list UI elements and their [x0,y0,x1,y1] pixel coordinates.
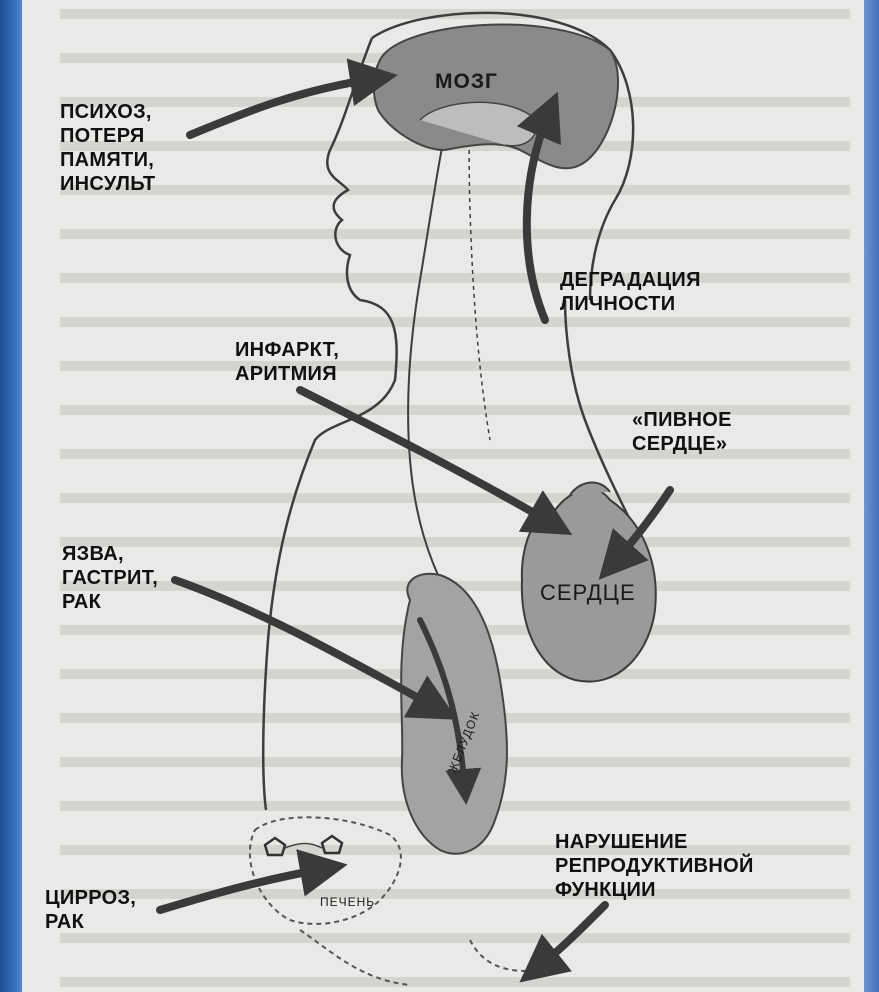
reproductive-outline [470,940,540,971]
label-reproductive: НАРУШЕНИЕ РЕПРОДУКТИВНОЙ ФУНКЦИИ [555,830,754,902]
liver-label: ПЕЧЕНЬ [320,895,375,909]
label-cirrhosis: ЦИРРОЗ, РАК [45,886,136,934]
label-ulcer: ЯЗВА, ГАСТРИТ, РАК [62,542,158,614]
label-degradation: ДЕГРАДАЦИЯ ЛИЧНОСТИ [560,268,701,316]
heart-label: СЕРДЦЕ [540,580,636,606]
label-psychosis: ПСИХОЗ, ПОТЕРЯ ПАМЯТИ, ИНСУЛЬТ [60,100,155,196]
label-infarct: ИНФАРКТ, АРИТМИЯ [235,338,339,386]
label-beer-heart: «ПИВНОЕ СЕРДЦЕ» [632,408,732,456]
arrow-ulcer [175,580,440,710]
brain-label: МОЗГ [435,70,498,94]
